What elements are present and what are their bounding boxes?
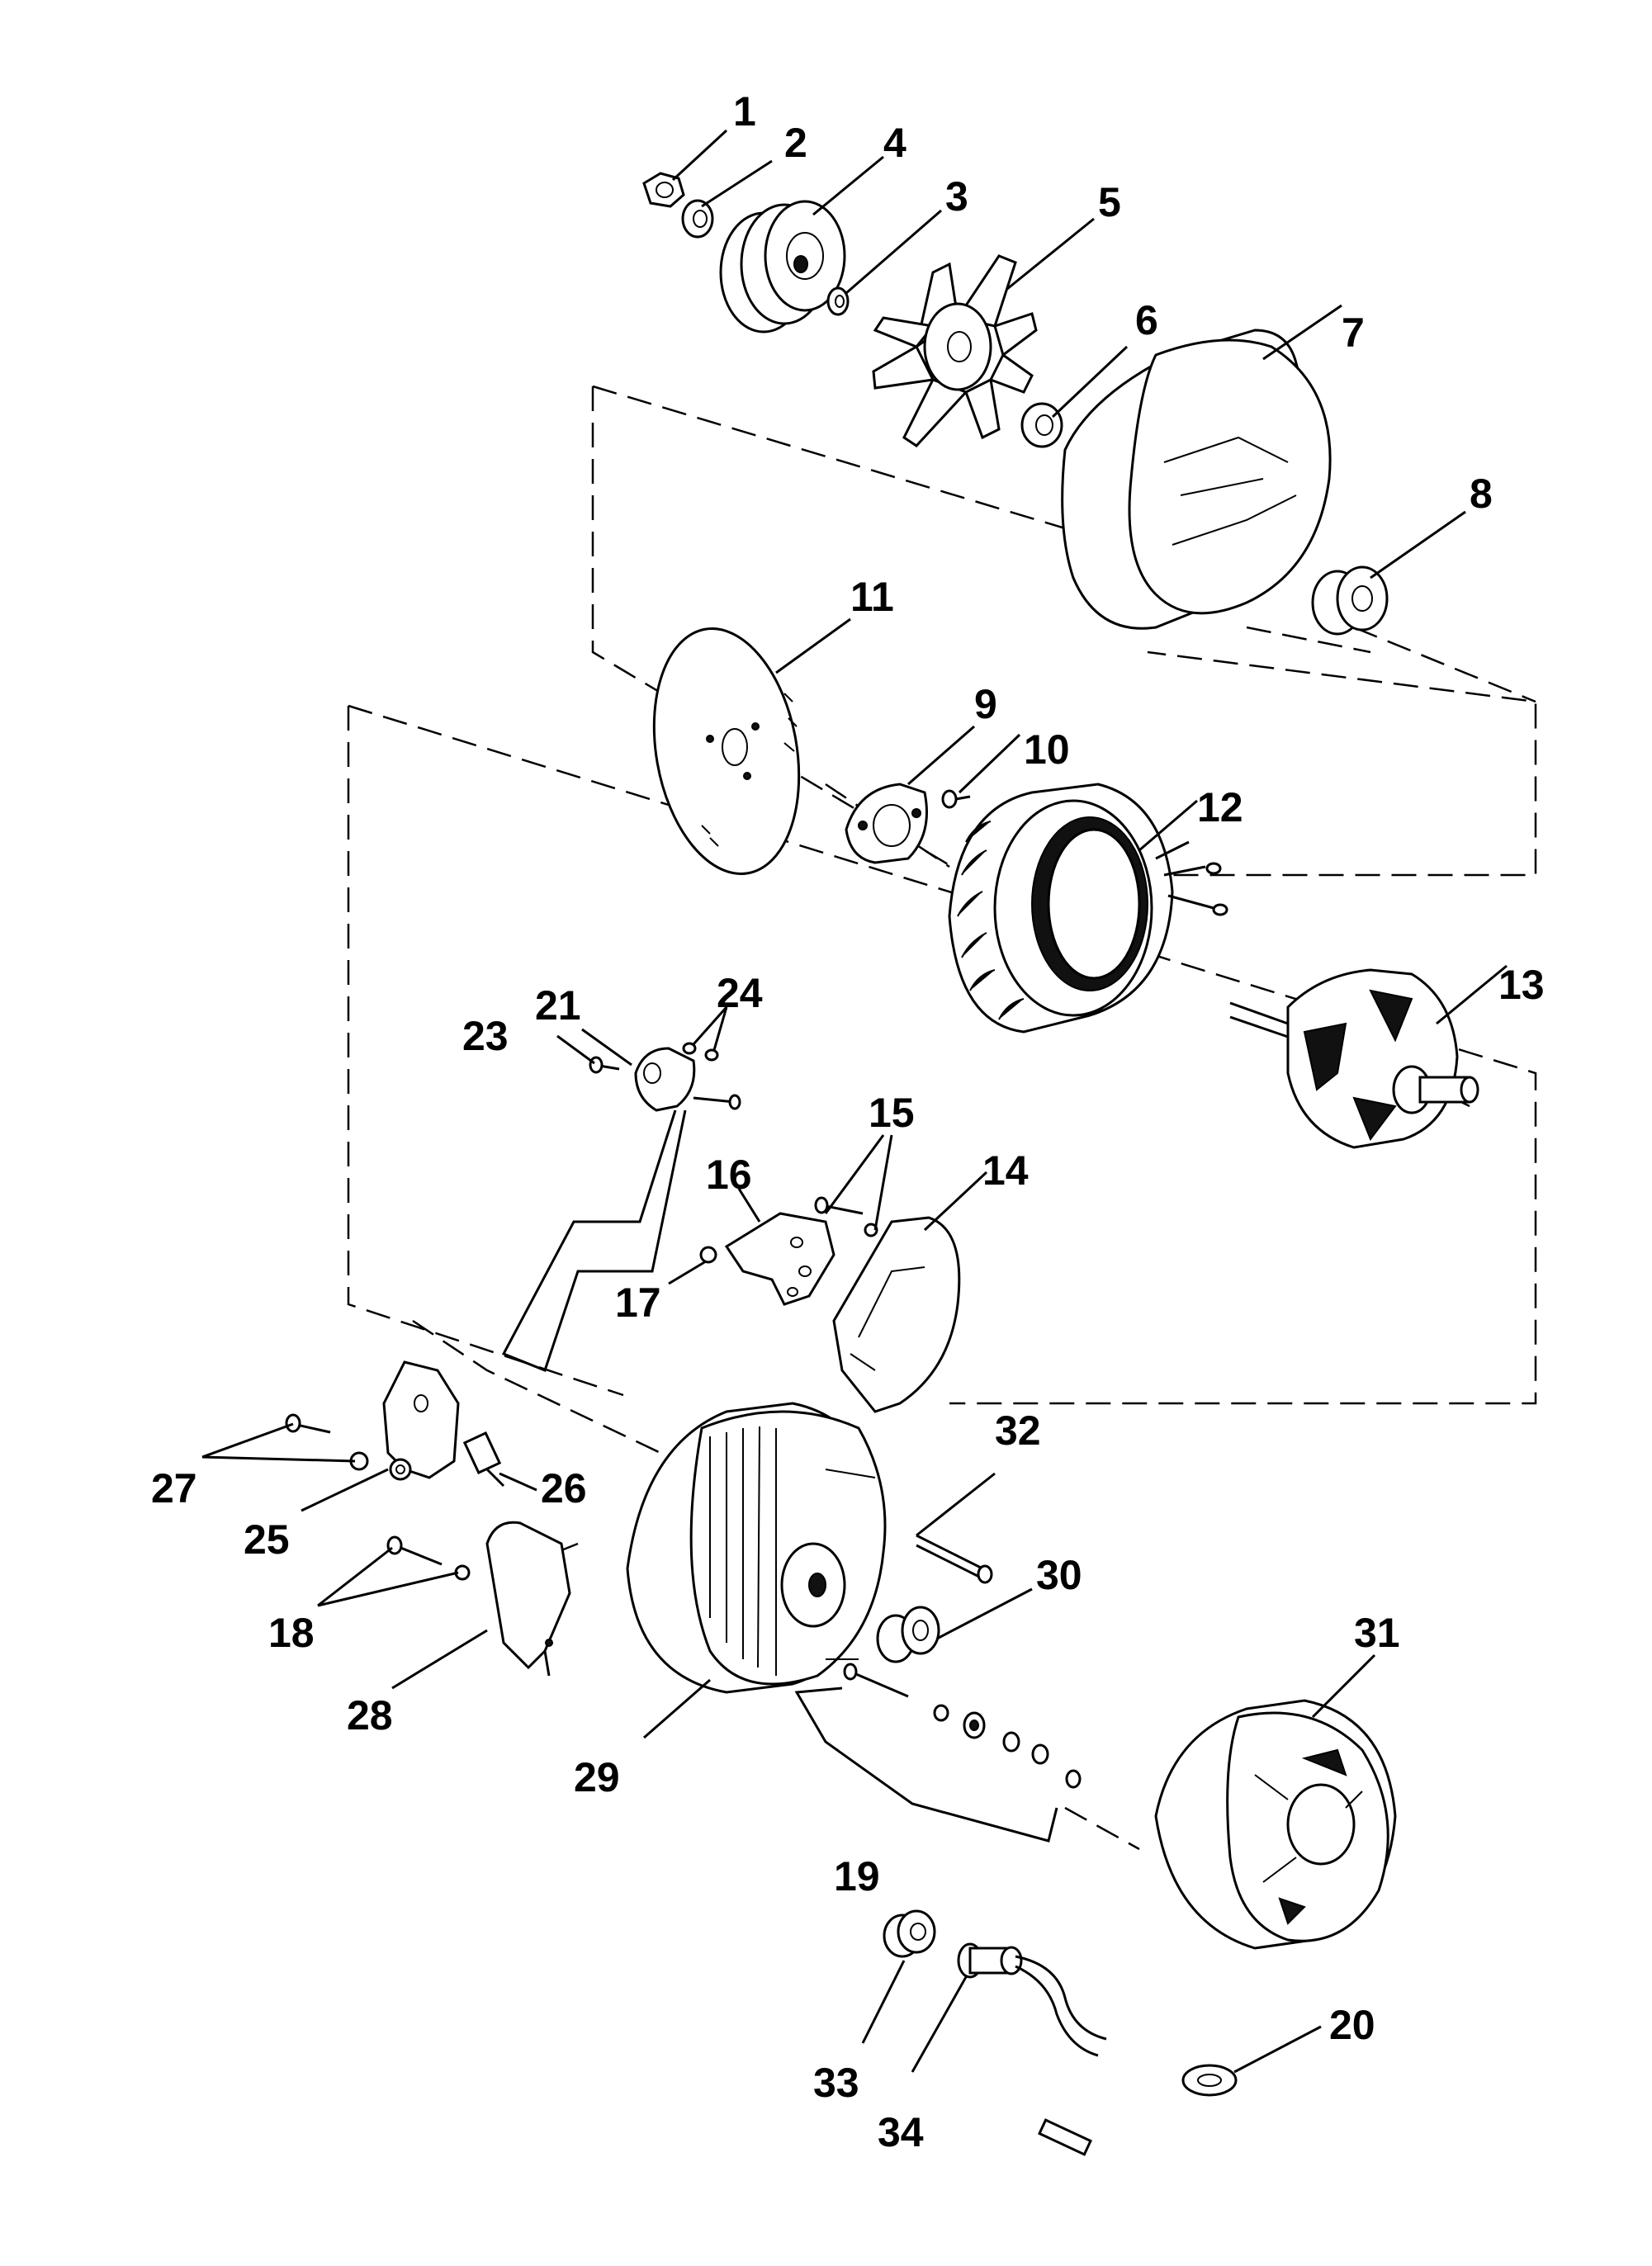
callout-32: 32 bbox=[995, 1407, 1041, 1454]
callout-13: 13 bbox=[1498, 962, 1545, 1008]
rectifier-icon bbox=[724, 1212, 835, 1306]
nut-icon-17 bbox=[699, 1246, 717, 1264]
shield-plate-icon bbox=[652, 627, 801, 875]
regulator-cover-icon bbox=[832, 1216, 961, 1413]
callout-30: 30 bbox=[1036, 1552, 1082, 1598]
callout-18: 18 bbox=[268, 1610, 315, 1656]
retainer-plate-icon bbox=[845, 783, 928, 864]
nut-icon bbox=[642, 172, 685, 208]
screw-icon-24 bbox=[682, 1042, 719, 1062]
screw-icon-15 bbox=[814, 1196, 878, 1237]
screw-icon-18 bbox=[386, 1535, 471, 1581]
rear-housing-icon bbox=[626, 1402, 887, 1694]
bushing-icon bbox=[876, 1606, 940, 1663]
callout-19: 19 bbox=[834, 1853, 880, 1899]
callout-numbers: 1 2 4 3 5 6 7 8 11 9 10 12 13 21 24 23 1… bbox=[151, 88, 1545, 2155]
stator-icon bbox=[948, 783, 1228, 1034]
callout-9: 9 bbox=[974, 681, 997, 727]
leader-lines bbox=[201, 129, 1508, 2074]
screw-icon-10 bbox=[941, 789, 971, 809]
callout-28: 28 bbox=[347, 1692, 393, 1739]
slip-ring-frame-icon bbox=[1154, 1699, 1397, 1950]
callout-16: 16 bbox=[706, 1152, 752, 1198]
front-housing-icon bbox=[1061, 329, 1332, 630]
callout-12: 12 bbox=[1197, 784, 1243, 830]
callout-23: 23 bbox=[462, 1013, 509, 1059]
callout-1: 1 bbox=[733, 88, 756, 135]
diode-trio-icon bbox=[382, 1360, 460, 1481]
callout-17: 17 bbox=[615, 1280, 661, 1326]
pulley-icon bbox=[719, 200, 846, 334]
callout-33: 33 bbox=[813, 2060, 859, 2106]
bearing-icon-rear bbox=[1311, 565, 1389, 636]
capacitor-icon bbox=[485, 1521, 571, 1677]
callout-27: 27 bbox=[151, 1465, 197, 1511]
spacer-icon bbox=[826, 286, 850, 316]
callout-6: 6 bbox=[1135, 297, 1158, 343]
bolt-stack-icon bbox=[843, 1663, 1082, 1789]
brush-holder-icon bbox=[634, 1047, 741, 1112]
callout-8: 8 bbox=[1470, 471, 1493, 517]
terminal-icon-26 bbox=[462, 1431, 505, 1488]
callout-31: 31 bbox=[1354, 1610, 1400, 1656]
screw-icon-23 bbox=[589, 1056, 620, 1074]
terminal-lead-icon bbox=[957, 1942, 1107, 2156]
washer-icon bbox=[681, 199, 714, 239]
callout-24: 24 bbox=[717, 970, 763, 1016]
callout-14: 14 bbox=[982, 1147, 1029, 1194]
callout-11: 11 bbox=[850, 574, 894, 620]
callout-25: 25 bbox=[244, 1516, 290, 1563]
bushing-icon-33 bbox=[883, 1909, 936, 1958]
callout-5: 5 bbox=[1098, 179, 1121, 225]
callout-29: 29 bbox=[574, 1754, 620, 1800]
callout-10: 10 bbox=[1024, 726, 1070, 773]
screw-icon-27 bbox=[285, 1413, 369, 1471]
callout-26: 26 bbox=[541, 1465, 587, 1511]
callout-4: 4 bbox=[883, 120, 906, 166]
bearing-icon-front bbox=[1020, 402, 1063, 448]
rotor-icon bbox=[1229, 968, 1479, 1149]
callout-7: 7 bbox=[1342, 310, 1365, 356]
callout-34: 34 bbox=[878, 2109, 924, 2155]
callout-2: 2 bbox=[784, 120, 807, 166]
washer-icon-20 bbox=[1181, 2064, 1238, 2097]
callout-15: 15 bbox=[869, 1090, 915, 1136]
brush-lead-wire bbox=[501, 1109, 687, 1372]
callout-20: 20 bbox=[1329, 2002, 1375, 2048]
fan-icon bbox=[872, 254, 1038, 447]
callout-21: 21 bbox=[535, 982, 581, 1029]
callout-3: 3 bbox=[945, 173, 968, 220]
through-bolt-icon bbox=[916, 1534, 993, 1584]
